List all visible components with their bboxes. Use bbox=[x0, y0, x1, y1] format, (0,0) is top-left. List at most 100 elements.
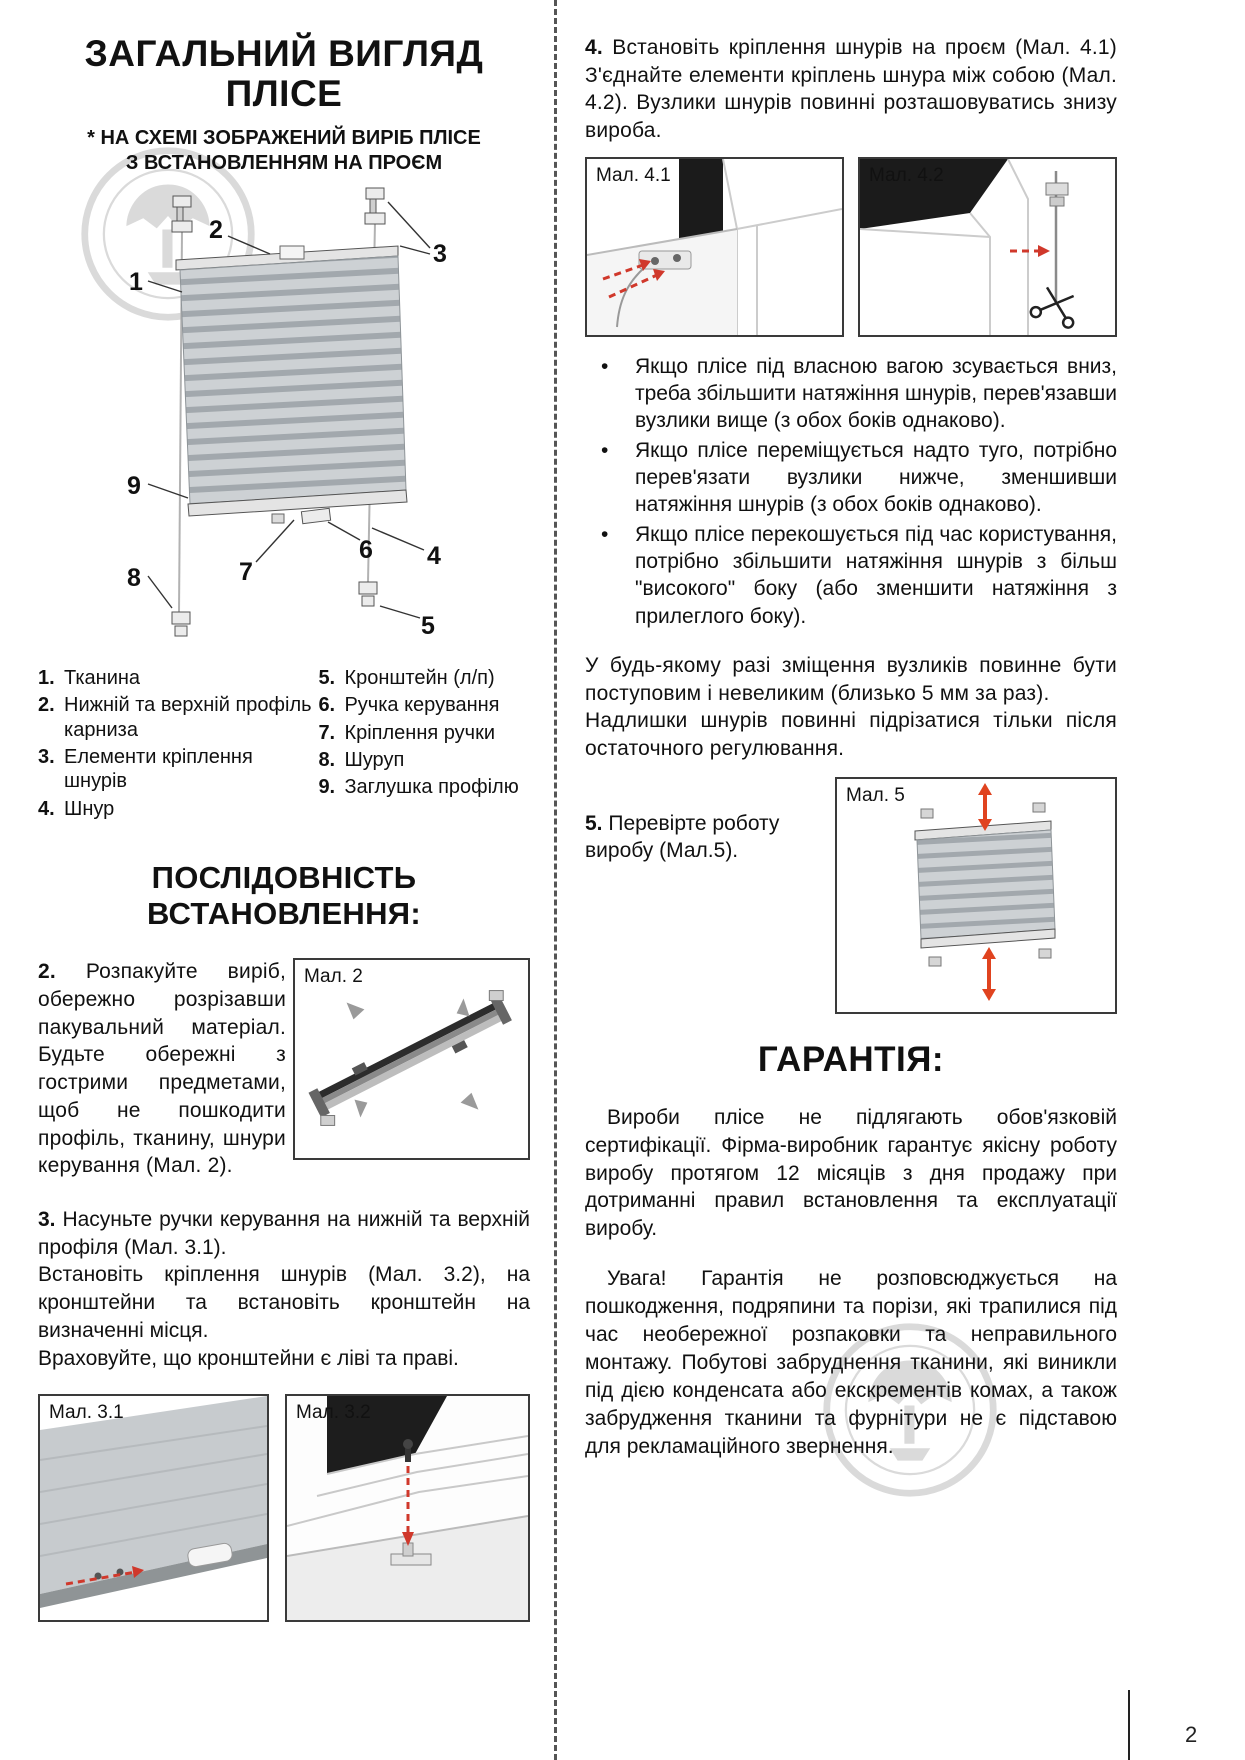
page-subtitle: * НА СХЕМІ ЗОБРАЖЕНИЙ ВИРІБ ПЛІСЕ З ВСТА… bbox=[38, 126, 530, 176]
figure-5-label: Мал. 5 bbox=[846, 784, 905, 806]
legend-item: 9.Заглушка профілю bbox=[318, 775, 530, 799]
step-4-number: 4. bbox=[585, 36, 603, 59]
callout-label: 9 bbox=[127, 472, 141, 500]
legend-num: 8. bbox=[318, 749, 336, 772]
figure-3-1-image bbox=[39, 1396, 268, 1609]
figure-4-1-image bbox=[586, 158, 843, 335]
callout-label: 7 bbox=[239, 558, 253, 586]
note-text-1: У будь-якому разі зміщення вузликів пови… bbox=[585, 653, 1117, 705]
legend-text: Тканина bbox=[64, 666, 141, 689]
legend-item: 3. Елементи кріплення шнурів bbox=[38, 745, 318, 794]
adjustment-bullet-list: Якщо плісе під власною вагою зсувається … bbox=[585, 353, 1117, 630]
step-4-text: Встановіть кріплення шнурів на проєм (Ма… bbox=[585, 36, 1117, 143]
legend-item: 1.Тканина bbox=[38, 666, 318, 690]
callout-label: 1 bbox=[129, 268, 143, 296]
warranty-paragraph-2: Увага! Гарантія не розповсюджується на п… bbox=[585, 1267, 1117, 1458]
figures-3-row: Мал. 3.1 bbox=[38, 1394, 530, 1623]
legend-text: Нижній та верхній профіль карниза bbox=[64, 694, 312, 741]
legend-text: Кронштейн (л/п) bbox=[344, 666, 495, 689]
bullet-item: Якщо плісе перекошується під час користу… bbox=[585, 521, 1117, 630]
column-divider bbox=[554, 0, 557, 1760]
legend-column-1: 1.Тканина 2. Нижній та верхній профіль ка… bbox=[38, 666, 318, 824]
callout-label: 8 bbox=[127, 564, 141, 592]
legend-item: 2. Нижній та верхній профіль карниза bbox=[38, 693, 318, 742]
step-5-number: 5. bbox=[585, 811, 603, 835]
figure-3-2: Мал. 3.2 bbox=[285, 1394, 530, 1623]
step-5-row: 5. Перевірте роботу виробу (Мал.5). Мал.… bbox=[585, 776, 1117, 1014]
red-arrow bbox=[602, 263, 658, 299]
legend-text: Заглушка профілю bbox=[344, 776, 519, 799]
step-3-text-3: Враховуйте, що кронштейни є ліві та прав… bbox=[38, 1346, 459, 1370]
legend-item: 7. Кріплення ручки bbox=[318, 721, 530, 745]
scissors-icon bbox=[1029, 286, 1075, 329]
warranty-title: ГАРАНТІЯ: bbox=[757, 1039, 945, 1079]
step-4-paragraph: 4. Встановіть кріплення шнурів на проєм … bbox=[585, 34, 1117, 145]
note-text-2: Надлишки шнурів повинні підрізатися тіль… bbox=[585, 709, 1117, 760]
page-subtitle-line2: З ВСТАНОВЛЕННЯМ НА ПРОЄМ bbox=[125, 151, 443, 174]
figure-3-1-label: Мал. 3.1 bbox=[49, 1402, 124, 1424]
figure-2-label: Мал. 2 bbox=[304, 966, 363, 988]
right-column: 4. Встановіть кріплення шнурів на проєм … bbox=[585, 34, 1117, 1461]
figure-3-1: Мал. 3.1 bbox=[38, 1394, 269, 1623]
legend-text: Елементи кріплення шнурів bbox=[64, 746, 253, 793]
pleated-fabric bbox=[179, 255, 407, 505]
legend-num: 7. bbox=[318, 721, 336, 744]
figure-2: Мал. 2 bbox=[293, 958, 530, 1161]
legend-num: 4. bbox=[38, 797, 55, 820]
callout-label: 6 bbox=[359, 536, 373, 564]
legend-num: 5. bbox=[318, 666, 336, 689]
step-5-paragraph: 5. Перевірте роботу виробу (Мал.5). bbox=[585, 810, 825, 993]
top-brackets bbox=[171, 187, 386, 233]
legend-item: 6. Ручка керування bbox=[318, 693, 530, 717]
step-3-text-2: Встановіть кріплення шнурів (Мал. 3.2), … bbox=[38, 1263, 530, 1342]
legend-num: 2. bbox=[38, 694, 55, 717]
bullet-item: Якщо плісе переміщується надто туго, пот… bbox=[585, 437, 1117, 519]
bullet-item: Якщо плісе під власною вагою зсувається … bbox=[585, 353, 1117, 435]
callout-label: 4 bbox=[427, 542, 441, 570]
bottom-brackets bbox=[171, 581, 378, 637]
legend-num: 3. bbox=[38, 746, 55, 769]
step-2-row: 2. Розпакуйте виріб, обережно розрізавши… bbox=[38, 958, 530, 1180]
legend-text: Кріплення ручки bbox=[344, 721, 495, 744]
legend-num: 6. bbox=[318, 694, 336, 717]
figure-2-image bbox=[308, 990, 512, 1127]
left-column: ЗАГАЛЬНИЙ ВИГЛЯД ПЛІСЕ * НА СХЕМІ ЗОБРАЖ… bbox=[38, 34, 530, 1623]
page-subtitle-line1: * НА СХЕМІ ЗОБРАЖЕНИЙ ВИРІБ ПЛІСЕ bbox=[87, 126, 481, 149]
legend-item: 4. Шнур bbox=[38, 797, 318, 821]
step-2-paragraph: 2. Розпакуйте виріб, обережно розрізавши… bbox=[38, 958, 286, 1180]
figures-4-row: Мал. 4.1 bbox=[585, 156, 1117, 337]
adjustment-notes: У будь-якому разі зміщення вузликів пови… bbox=[585, 652, 1117, 763]
legend-text: Шнур bbox=[64, 797, 115, 820]
figure-3-2-image bbox=[286, 1396, 529, 1621]
page-title-line1: ЗАГАЛЬНИЙ ВИГЛЯД bbox=[84, 33, 484, 74]
step-2-number: 2. bbox=[38, 960, 56, 984]
figure-5-image bbox=[914, 782, 1056, 1001]
section-title-installation: ПОСЛІДОВНІСТЬ ВСТАНОВЛЕННЯ: bbox=[146, 860, 421, 932]
legend-text: Ручка керування bbox=[344, 694, 500, 717]
step-3-number: 3. bbox=[38, 1208, 56, 1231]
figure-4-1: Мал. 4.1 bbox=[585, 156, 844, 337]
page-title: ЗАГАЛЬНИЙ ВИГЛЯД ПЛІСЕ bbox=[38, 34, 530, 114]
step-3-text-1: Насуньте ручки керування на нижній та ве… bbox=[38, 1208, 530, 1259]
callout-label: 5 bbox=[421, 612, 435, 640]
callout-label: 2 bbox=[209, 216, 223, 244]
legend-text: Шуруп bbox=[344, 749, 405, 772]
overview-diagram-area: 1 2 3 4 5 6 7 8 9 bbox=[38, 180, 530, 658]
legend-item: 5. Кронштейн (л/п) bbox=[318, 666, 530, 690]
figure-4-2: Мал. 4.2 bbox=[858, 156, 1117, 337]
figure-4-2-image bbox=[859, 158, 1115, 335]
step-5-text: Перевірте роботу виробу (Мал.5). bbox=[585, 811, 780, 863]
step-3-paragraph: 3. Насуньте ручки керування на нижній та… bbox=[38, 1206, 530, 1372]
page-title-line2: ПЛІСЕ bbox=[225, 72, 343, 114]
legend-item: 8. Шуруп bbox=[318, 748, 530, 772]
figure-4-1-label: Мал. 4.1 bbox=[596, 164, 671, 186]
step-2-text: Розпакуйте виріб, обережно розрізавши па… bbox=[38, 960, 286, 1178]
page-number: 2 bbox=[1185, 1722, 1198, 1747]
red-double-arrow bbox=[983, 792, 991, 991]
overview-diagram: 1 2 3 4 5 6 7 8 9 bbox=[127, 187, 447, 640]
page-number-rule bbox=[1128, 1690, 1130, 1760]
figure-3-2-label: Мал. 3.2 bbox=[296, 1402, 371, 1424]
figure-4-2-label: Мал. 4.2 bbox=[869, 164, 944, 186]
parts-legend: 1.Тканина 2. Нижній та верхній профіль ка… bbox=[38, 666, 530, 824]
